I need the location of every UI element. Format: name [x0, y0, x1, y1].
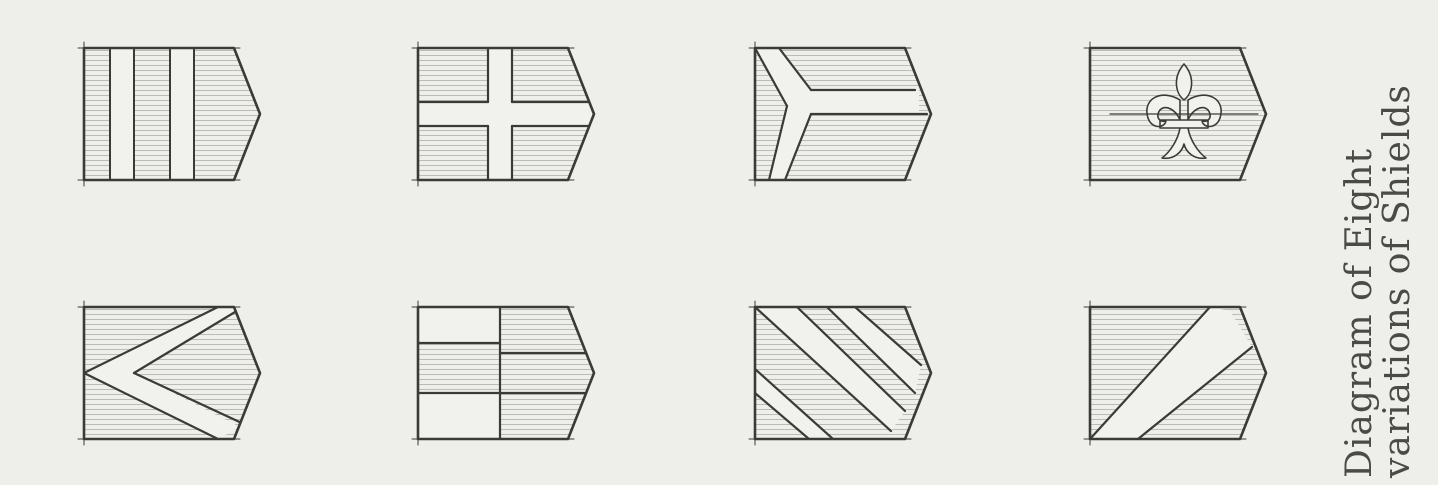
shield-bendy	[749, 301, 931, 445]
shield-pale-stripes	[78, 42, 260, 186]
shield-pall	[749, 42, 931, 186]
shield-cross	[412, 42, 594, 186]
shield-bend	[1084, 301, 1266, 445]
shield-fleur-de-lis	[1084, 42, 1266, 186]
diagram-caption: Diagram of Eight variations of Shields	[1333, 0, 1433, 485]
shield-quarterly	[412, 301, 594, 445]
shield-chevron	[78, 301, 260, 445]
caption-line-2: variations of Shields	[1377, 84, 1418, 478]
caption-line-1: Diagram of Eight	[1339, 148, 1380, 478]
